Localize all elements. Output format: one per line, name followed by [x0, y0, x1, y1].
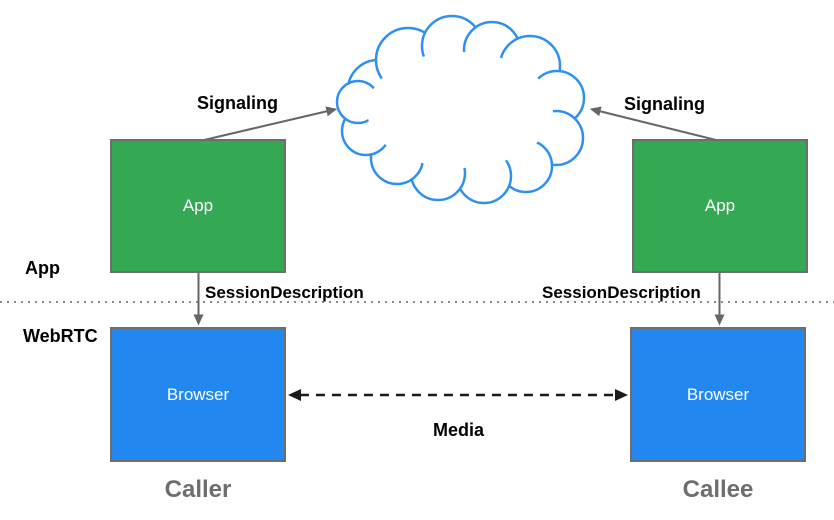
layer-label-webrtc: WebRTC [23, 326, 98, 346]
callee-browser-box: Browser [630, 327, 806, 462]
caller-caption: Caller [164, 476, 232, 503]
signaling-label-left: Signaling [197, 93, 278, 113]
callee-caption: Callee [682, 476, 754, 503]
signaling-arrow-right [589, 106, 717, 141]
cloud-fill [367, 52, 553, 168]
callee-app-box: App [632, 139, 808, 273]
caller-browser-label: Browser [166, 384, 230, 404]
caller-browser-box: Browser [110, 327, 286, 462]
caller-app-box: App [110, 139, 286, 273]
callee-browser-label: Browser [686, 384, 750, 404]
session-description-label-right: SessionDescription [542, 283, 701, 302]
signaling-label-right: Signaling [624, 94, 705, 114]
caller-app-label: App [182, 196, 214, 215]
callee-app-label: App [704, 196, 736, 215]
media-label: Media [433, 420, 485, 440]
session-description-label-left: SessionDescription [205, 283, 364, 302]
internet-cloud [335, 14, 586, 205]
layer-label-app: App [25, 258, 60, 278]
signaling-arrow-left [203, 106, 338, 141]
